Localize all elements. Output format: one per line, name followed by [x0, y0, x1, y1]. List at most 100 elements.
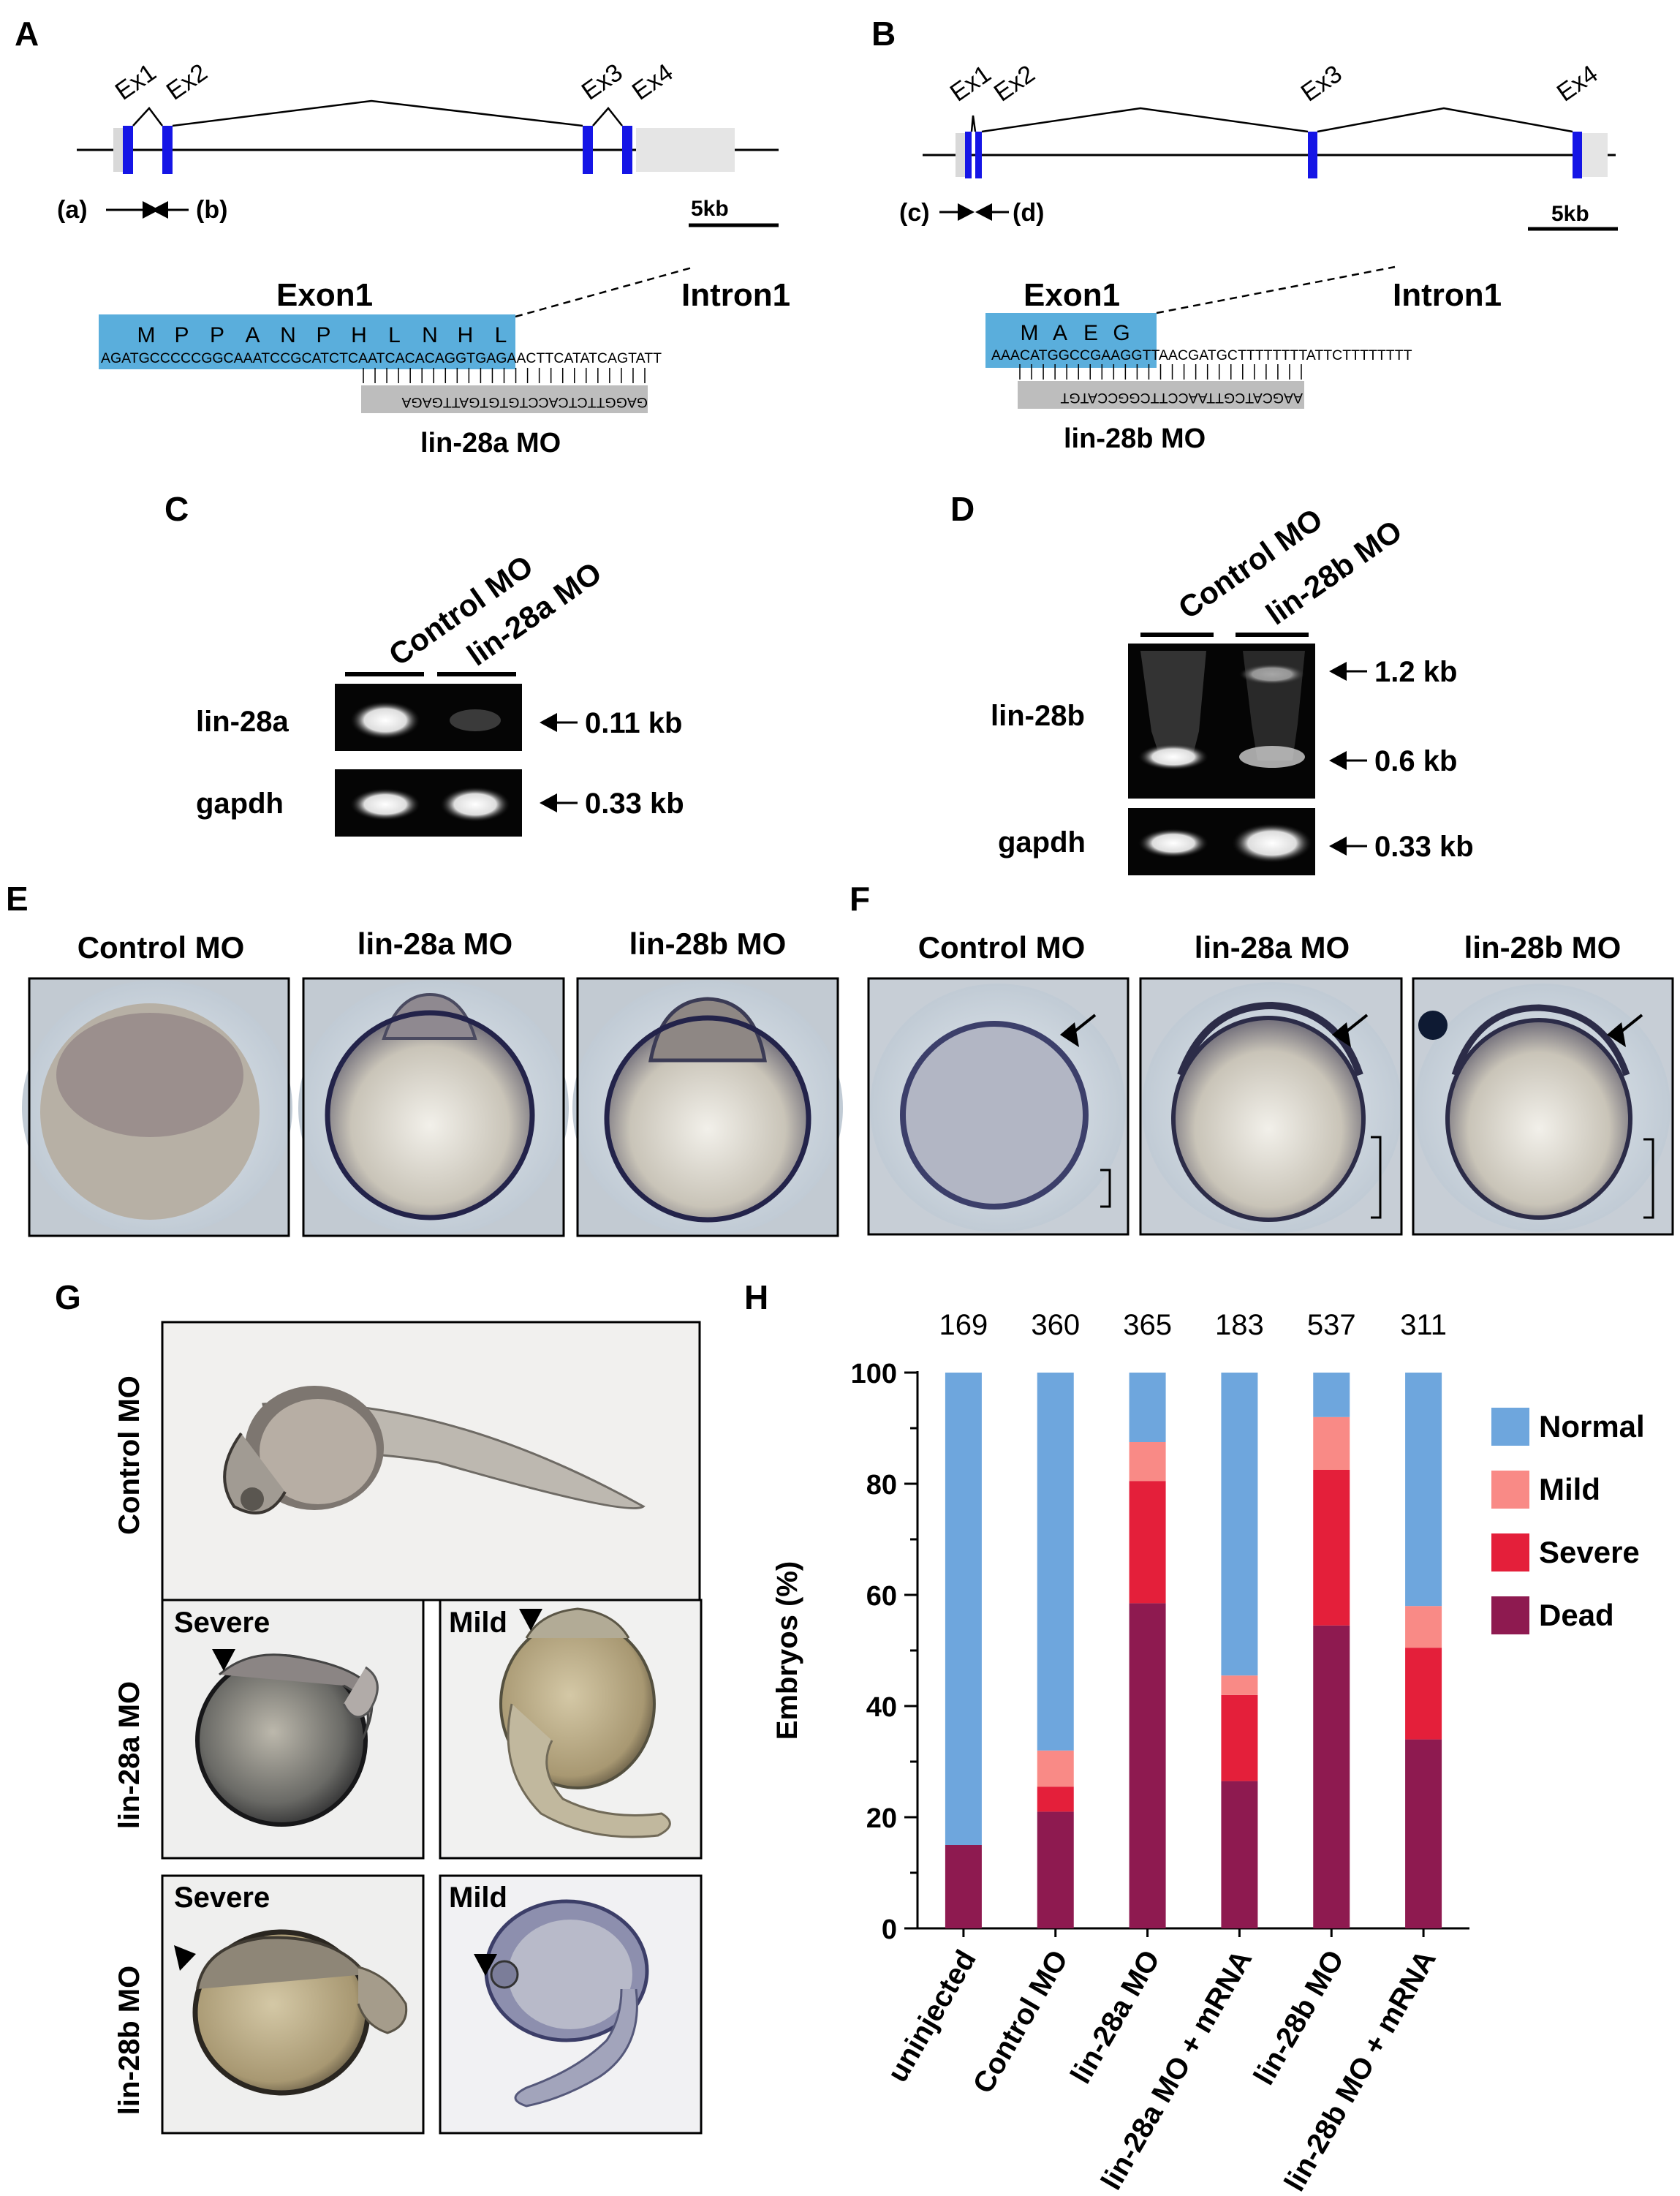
bar-segment-dead — [1313, 1625, 1350, 1928]
bar-segment-mild — [1313, 1416, 1350, 1470]
exon1-title: Exon1 — [1023, 277, 1120, 313]
row-title: Control MO — [113, 1376, 145, 1535]
bar-segment-severe — [1037, 1786, 1074, 1812]
exon-label: Ex1 — [945, 60, 996, 107]
gel-c: Control MO lin-28a MO lin-28a gapdh 0.11… — [196, 548, 684, 837]
legend-swatch-severe — [1491, 1533, 1529, 1571]
column-title: lin-28b MO — [1464, 930, 1622, 965]
amino-acid: E — [1083, 321, 1098, 345]
primer-arrow-right — [143, 201, 159, 219]
bar-segment-severe — [1129, 1481, 1166, 1604]
amino-acid: L — [388, 323, 401, 347]
bar-segment-normal — [1221, 1373, 1258, 1676]
bar-segment-dead — [1129, 1603, 1166, 1928]
morpholino-box — [361, 385, 648, 413]
amino-acid: M — [137, 323, 156, 347]
y-tick-label: 60 — [866, 1581, 897, 1612]
primer-label: (a) — [57, 196, 88, 224]
phenotype-label: Severe — [174, 1607, 270, 1639]
exon3-box — [1308, 132, 1317, 178]
panel-label-e: E — [6, 880, 29, 918]
bar-segment-dead — [945, 1845, 982, 1928]
bar-segment-normal — [1405, 1373, 1442, 1607]
legend-label: Severe — [1539, 1535, 1640, 1569]
intron1-title: Intron1 — [1393, 277, 1502, 313]
amino-acid: A — [245, 323, 260, 347]
embryo-photo-lin28b — [572, 977, 843, 1237]
bar-segment-normal — [1313, 1373, 1350, 1417]
y-tick-label: 100 — [851, 1359, 897, 1389]
legend-label: Dead — [1539, 1598, 1614, 1632]
bar-segment-normal — [1037, 1373, 1074, 1751]
exon-label: Ex3 — [1296, 60, 1347, 107]
gene-diagram-lin28b: Ex1 Ex2 Ex3 Ex4 (c) (d) 5kb Exon1 Intron… — [899, 60, 1618, 454]
arrow-indicator — [1332, 1022, 1351, 1047]
morpholino-label: lin-28b MO — [1064, 423, 1206, 454]
panel-label-a: A — [15, 15, 39, 53]
amino-acid: P — [210, 323, 224, 347]
larva-photo-lin28a-mild: Mild — [439, 1599, 703, 1860]
primer-label: (b) — [196, 196, 227, 224]
phenotype-label: Mild — [449, 1882, 507, 1914]
exon1-highlight — [99, 314, 515, 369]
primer-arrow-right — [958, 203, 975, 221]
exon1-box — [965, 132, 972, 178]
column-title: lin-28a MO — [1195, 930, 1350, 965]
exon-label: Ex1 — [110, 59, 162, 106]
gel-band — [440, 787, 510, 822]
amino-acid: H — [458, 323, 474, 347]
x-tick-label: lin-28b MO — [1248, 1945, 1350, 2091]
panel-label-h: H — [744, 1278, 768, 1316]
bar-segment-mild — [1221, 1675, 1258, 1695]
bar-segment-normal — [945, 1373, 982, 1845]
gene-diagram-lin28a: Ex1 Ex2 Ex3 Ex4 (a) (b) 5kb Exon1 Intron… — [57, 59, 790, 459]
amino-acid: H — [351, 323, 367, 347]
amino-acid: N — [280, 323, 296, 347]
panel-e-photos: Control MO lin-28a MO lin-28b MO — [22, 927, 843, 1237]
total-count-label: 360 — [1031, 1309, 1080, 1341]
row-label: lin-28a — [196, 706, 289, 738]
total-count-label: 537 — [1307, 1309, 1356, 1341]
gel-band — [450, 709, 501, 731]
scale-bar-label: 5kb — [1551, 202, 1589, 226]
arrowhead-indicator — [474, 1954, 497, 1976]
embryo-photo-control — [22, 977, 292, 1237]
primer-arrow-left — [975, 203, 992, 221]
row-title: lin-28b MO — [113, 1966, 145, 2115]
panel-label-c: C — [164, 490, 189, 528]
primer-arrow-left — [151, 201, 168, 219]
arrowhead-indicator — [519, 1609, 542, 1631]
bar-segment-severe — [1405, 1648, 1442, 1740]
bracket-indicator — [1643, 1138, 1654, 1219]
exon2-box — [162, 126, 173, 174]
exon-label: Ex4 — [627, 59, 678, 106]
larva-photo-lin28b-severe: Severe — [161, 1874, 425, 2135]
embryo-photo-lin28b — [1412, 977, 1674, 1236]
amino-acid: P — [316, 323, 330, 347]
y-tick-label: 20 — [866, 1803, 897, 1834]
bracket-indicator — [1371, 1136, 1382, 1219]
gel-band — [1239, 746, 1305, 768]
exon1-title: Exon1 — [276, 277, 373, 313]
row-label: gapdh — [998, 826, 1086, 859]
row-label: gapdh — [196, 788, 284, 820]
arrowhead-indicator — [212, 1649, 235, 1671]
amino-acid: A — [1053, 321, 1067, 345]
row-title: lin-28a MO — [113, 1681, 145, 1829]
exon1-highlight — [985, 313, 1157, 368]
phenotype-label: Severe — [174, 1882, 270, 1914]
band-size-label: 0.6 kb — [1374, 745, 1457, 777]
embryo-photo-lin28a — [1139, 977, 1403, 1236]
x-tick-label: lin-28a MO — [1064, 1945, 1166, 2089]
exon-label: Ex2 — [162, 59, 213, 106]
bar-segment-dead — [1037, 1811, 1074, 1928]
exon-label: Ex2 — [989, 60, 1040, 107]
y-tick-label: 0 — [882, 1914, 897, 1945]
legend-swatch-mild — [1491, 1471, 1529, 1509]
gel-d: Control MO lin-28b MO lin-28b gapdh 1.2 … — [991, 502, 1474, 875]
primer-label: (c) — [899, 199, 930, 227]
total-count-label: 183 — [1215, 1309, 1264, 1341]
